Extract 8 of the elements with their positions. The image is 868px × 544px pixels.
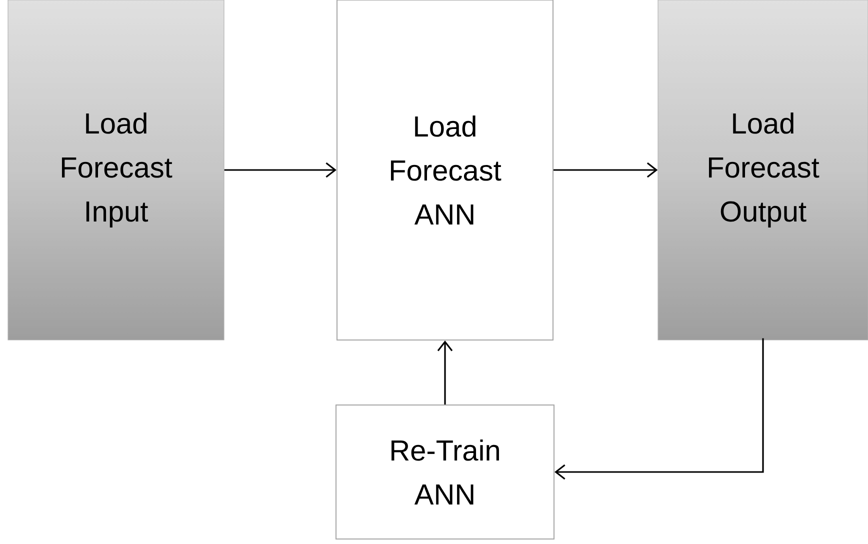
- arrow: [554, 162, 658, 178]
- process-box: Load Forecast Output: [658, 0, 868, 340]
- process-box: Load Forecast ANN: [336, 0, 554, 340]
- arrow: [554, 338, 764, 480]
- process-box: Re-Train ANN: [336, 404, 554, 540]
- arrow: [437, 340, 453, 404]
- arrow: [224, 162, 336, 178]
- process-box: Load Forecast Input: [8, 0, 224, 340]
